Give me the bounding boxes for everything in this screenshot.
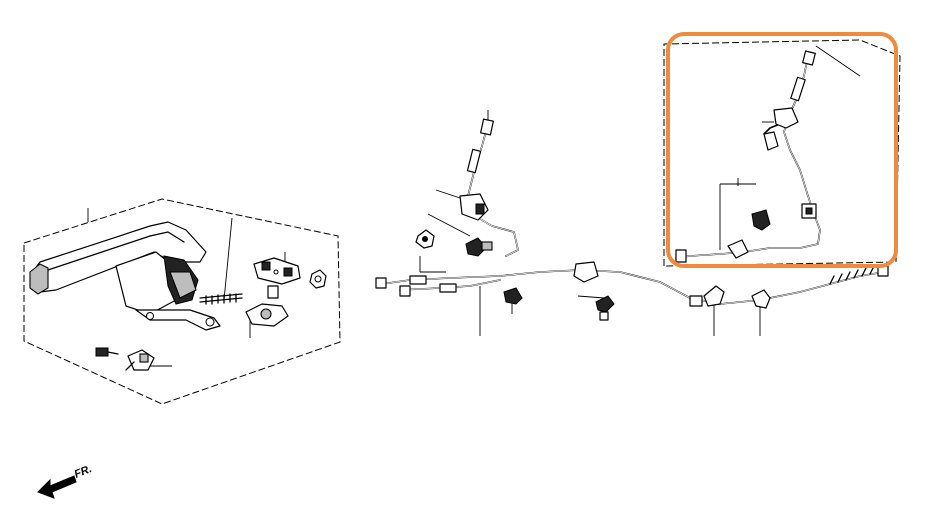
front-direction-label: FR. (73, 463, 94, 481)
brake-lever-handle (29, 221, 221, 331)
mounting-bolt (95, 347, 119, 357)
cable-clip (267, 285, 279, 299)
rear-cable-group (663, 32, 901, 268)
cable-bracket (465, 237, 487, 257)
callout-line (223, 217, 233, 301)
highlight-frame (666, 32, 898, 268)
front-cable-upper (459, 118, 519, 257)
cable-clip-lower (503, 287, 523, 305)
adjuster-rod (199, 293, 243, 305)
cable-guide (481, 241, 493, 251)
equalizer-bracket (253, 257, 301, 285)
front-cable-group (375, 110, 889, 336)
callout-line (427, 213, 471, 237)
lever-assembly-group (23, 198, 341, 405)
rear-cable-boundary (663, 39, 901, 267)
callout-line (577, 295, 605, 299)
lever-assembly-boundary (23, 198, 341, 405)
rear-brake-cable (675, 50, 821, 263)
callout-line (815, 45, 861, 77)
rear-cable-clip (751, 209, 771, 231)
brake-switch-plate (245, 303, 289, 327)
brake-switch (125, 349, 155, 371)
hex-nut (309, 269, 327, 289)
front-cable-main (375, 261, 889, 309)
bracket-bolt (595, 295, 615, 321)
front-direction-indicator: FR. (37, 463, 94, 499)
cable-nut-hole (422, 236, 428, 242)
front-arrow-icon (37, 475, 77, 499)
